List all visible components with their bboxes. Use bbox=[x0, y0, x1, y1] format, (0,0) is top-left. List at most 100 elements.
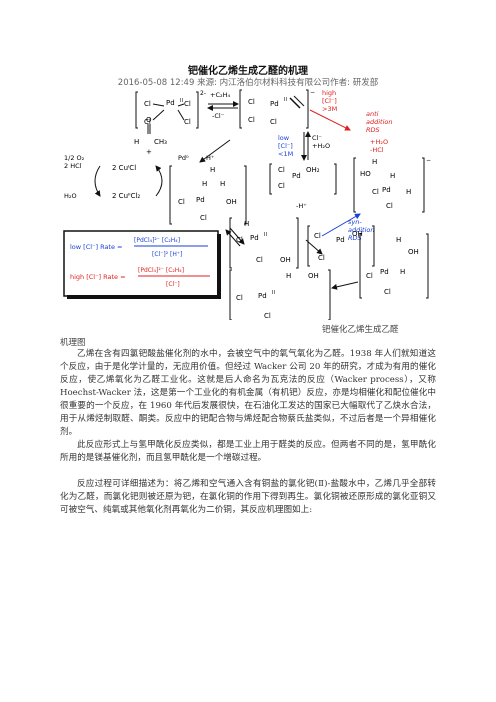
svg-text:Cl: Cl bbox=[384, 288, 391, 296]
svg-text:+H₂O: +H₂O bbox=[370, 138, 388, 146]
svg-text:Cl: Cl bbox=[366, 272, 373, 280]
svg-text:H: H bbox=[406, 188, 411, 196]
paragraph-comparison: 此反应形式上与氢甲酰化反应类似，都是工业上用于醛类的反应。但两者不同的是，氢甲酰… bbox=[60, 440, 436, 463]
svg-text:anti: anti bbox=[366, 110, 379, 118]
svg-text:H: H bbox=[134, 138, 139, 146]
svg-text:Pd: Pd bbox=[166, 99, 175, 107]
svg-text:Pd: Pd bbox=[258, 292, 267, 300]
svg-text:+H₂O: +H₂O bbox=[312, 142, 330, 150]
svg-text:−: − bbox=[426, 157, 431, 164]
svg-text:−: − bbox=[310, 89, 315, 96]
svg-text:H: H bbox=[202, 180, 207, 188]
paragraph-process: 反应过程可详细描述为：将乙烯和空气通入含有铜盐的氯化钯(Ⅱ)-盐酸水中，乙烯几乎… bbox=[60, 479, 436, 515]
svg-text:-HCl: -HCl bbox=[370, 146, 384, 154]
rate-law-box: low [Cl⁻] Rate = [PdCl₄]²⁻ [C₂H₄] [Cl⁻]²… bbox=[63, 230, 221, 299]
paragraph-intro: 乙烯在含有四氯钯酸盐催化剂的水中，会被空气中的氧气氧化为乙醛。1938 年人们就… bbox=[60, 349, 436, 437]
svg-text:H: H bbox=[400, 268, 405, 276]
rate-high-label: high [Cl⁻] Rate = bbox=[70, 273, 126, 281]
cl-h2o-label: Cl⁻ +H₂O bbox=[312, 134, 330, 150]
svg-text:Cl⁻: Cl⁻ bbox=[312, 134, 322, 142]
svg-text:II: II bbox=[264, 232, 267, 238]
syn-addition-label: syn- addition RDS bbox=[348, 218, 375, 242]
minus-h-label: -H⁺ bbox=[296, 202, 307, 210]
svg-text:[Cl⁻]: [Cl⁻] bbox=[322, 97, 337, 105]
svg-text:Cl: Cl bbox=[184, 118, 191, 126]
svg-text:<1M: <1M bbox=[278, 150, 293, 158]
svg-text:H: H bbox=[210, 166, 215, 174]
rate-low-denominator: [Cl⁻]² [H⁺] bbox=[152, 251, 182, 258]
svg-text:Cl: Cl bbox=[236, 294, 243, 302]
svg-text:Cl: Cl bbox=[386, 202, 393, 210]
svg-text:Cl: Cl bbox=[248, 116, 255, 124]
svg-text:O: O bbox=[146, 116, 152, 124]
svg-text:+: + bbox=[146, 148, 152, 156]
figure-caption-left: 机理图 bbox=[60, 338, 86, 348]
svg-text:Cl: Cl bbox=[270, 118, 277, 126]
svg-text:Cl: Cl bbox=[144, 118, 151, 126]
h2o-hcl-label: +H₂O -HCl bbox=[370, 138, 388, 154]
svg-text:Cl: Cl bbox=[318, 254, 325, 262]
svg-text:Pd: Pd bbox=[382, 186, 391, 194]
low-cl-label: low [Cl⁻] <1M bbox=[278, 134, 293, 158]
svg-text:Pd: Pd bbox=[380, 268, 389, 276]
rate-high-denominator: [Cl⁻] bbox=[166, 281, 180, 288]
svg-text:Cl: Cl bbox=[256, 256, 263, 264]
water-label: H₂O bbox=[64, 192, 77, 200]
svg-text:addition: addition bbox=[366, 118, 393, 126]
svg-text:high: high bbox=[322, 89, 336, 97]
svg-text:Pd: Pd bbox=[250, 234, 259, 242]
pd0-label: Pd⁰ bbox=[178, 154, 189, 162]
svg-text:Cl: Cl bbox=[178, 198, 185, 206]
high-cl-label: high [Cl⁻] >3M bbox=[322, 89, 337, 113]
svg-text:syn-: syn- bbox=[348, 218, 362, 226]
svg-text:II: II bbox=[180, 98, 183, 104]
oxygen-label: 1/2 O₂ 2 HCl bbox=[64, 154, 85, 170]
acetaldehyde: O H CH₃+ bbox=[134, 116, 167, 156]
svg-text:Cl: Cl bbox=[278, 166, 285, 174]
svg-text:>3M: >3M bbox=[322, 105, 337, 113]
svg-text:Cl: Cl bbox=[200, 214, 207, 222]
svg-text:OH: OH bbox=[280, 256, 291, 264]
svg-text:Cl: Cl bbox=[236, 236, 243, 244]
svg-text:OH: OH bbox=[408, 248, 419, 256]
svg-text:H: H bbox=[390, 172, 395, 180]
svg-text:RDS: RDS bbox=[366, 126, 380, 134]
svg-text:[Cl⁻]: [Cl⁻] bbox=[278, 142, 293, 150]
svg-text:OH: OH bbox=[308, 272, 319, 280]
svg-text:OH: OH bbox=[226, 198, 237, 206]
svg-text:II: II bbox=[284, 97, 287, 103]
svg-text:H: H bbox=[220, 180, 225, 188]
svg-text:2 HCl: 2 HCl bbox=[64, 162, 82, 170]
svg-text:Cl: Cl bbox=[314, 232, 321, 240]
svg-text:II: II bbox=[272, 290, 275, 296]
svg-text:Cl: Cl bbox=[278, 182, 285, 190]
svg-text:H: H bbox=[244, 220, 249, 228]
svg-text:OH: OH bbox=[352, 230, 363, 238]
rate-low-numerator: [PdCl₄]²⁻ [C₂H₄] bbox=[134, 237, 180, 244]
rate-low-label: low [Cl⁻] Rate = bbox=[70, 243, 123, 251]
svg-text:Cl: Cl bbox=[372, 188, 379, 196]
svg-text:HO: HO bbox=[360, 170, 371, 178]
svg-text:CH₃: CH₃ bbox=[154, 138, 167, 146]
article-meta: 2016-05-08 12:49 来源: 内江洛伯尔材料科技有限公司作者: 研发… bbox=[117, 78, 379, 88]
ethylene-add: +C₂H₄ bbox=[210, 91, 230, 99]
svg-text:1/2 O₂: 1/2 O₂ bbox=[64, 154, 85, 162]
svg-text:H: H bbox=[372, 158, 377, 166]
svg-text:Pd: Pd bbox=[292, 172, 301, 180]
svg-text:Pd: Pd bbox=[270, 100, 279, 108]
copper2-label: 2 CuᴵᴵCl₂ bbox=[112, 192, 140, 200]
copper1-label: 2 CuᴵCl bbox=[112, 164, 136, 172]
svg-text:OH₂: OH₂ bbox=[306, 166, 320, 174]
svg-text:Pd: Pd bbox=[196, 196, 205, 204]
svg-text:Pd: Pd bbox=[336, 236, 345, 244]
article-title: 钯催化乙烯生成乙醛的机理 bbox=[188, 66, 308, 77]
